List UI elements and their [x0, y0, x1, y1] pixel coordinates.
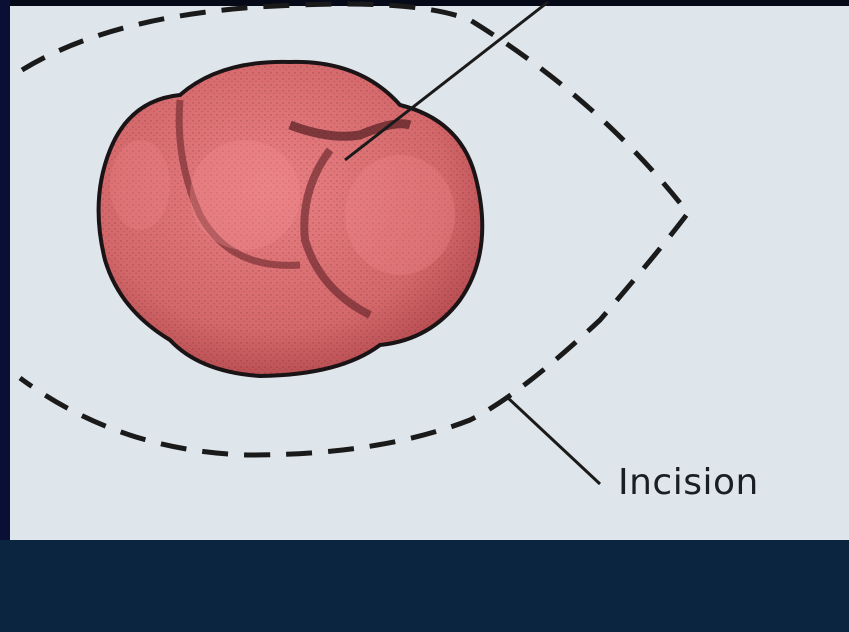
incision-leader-line: [508, 398, 600, 484]
incision-label: Incision: [618, 462, 759, 503]
lesion-mass: [99, 62, 483, 376]
